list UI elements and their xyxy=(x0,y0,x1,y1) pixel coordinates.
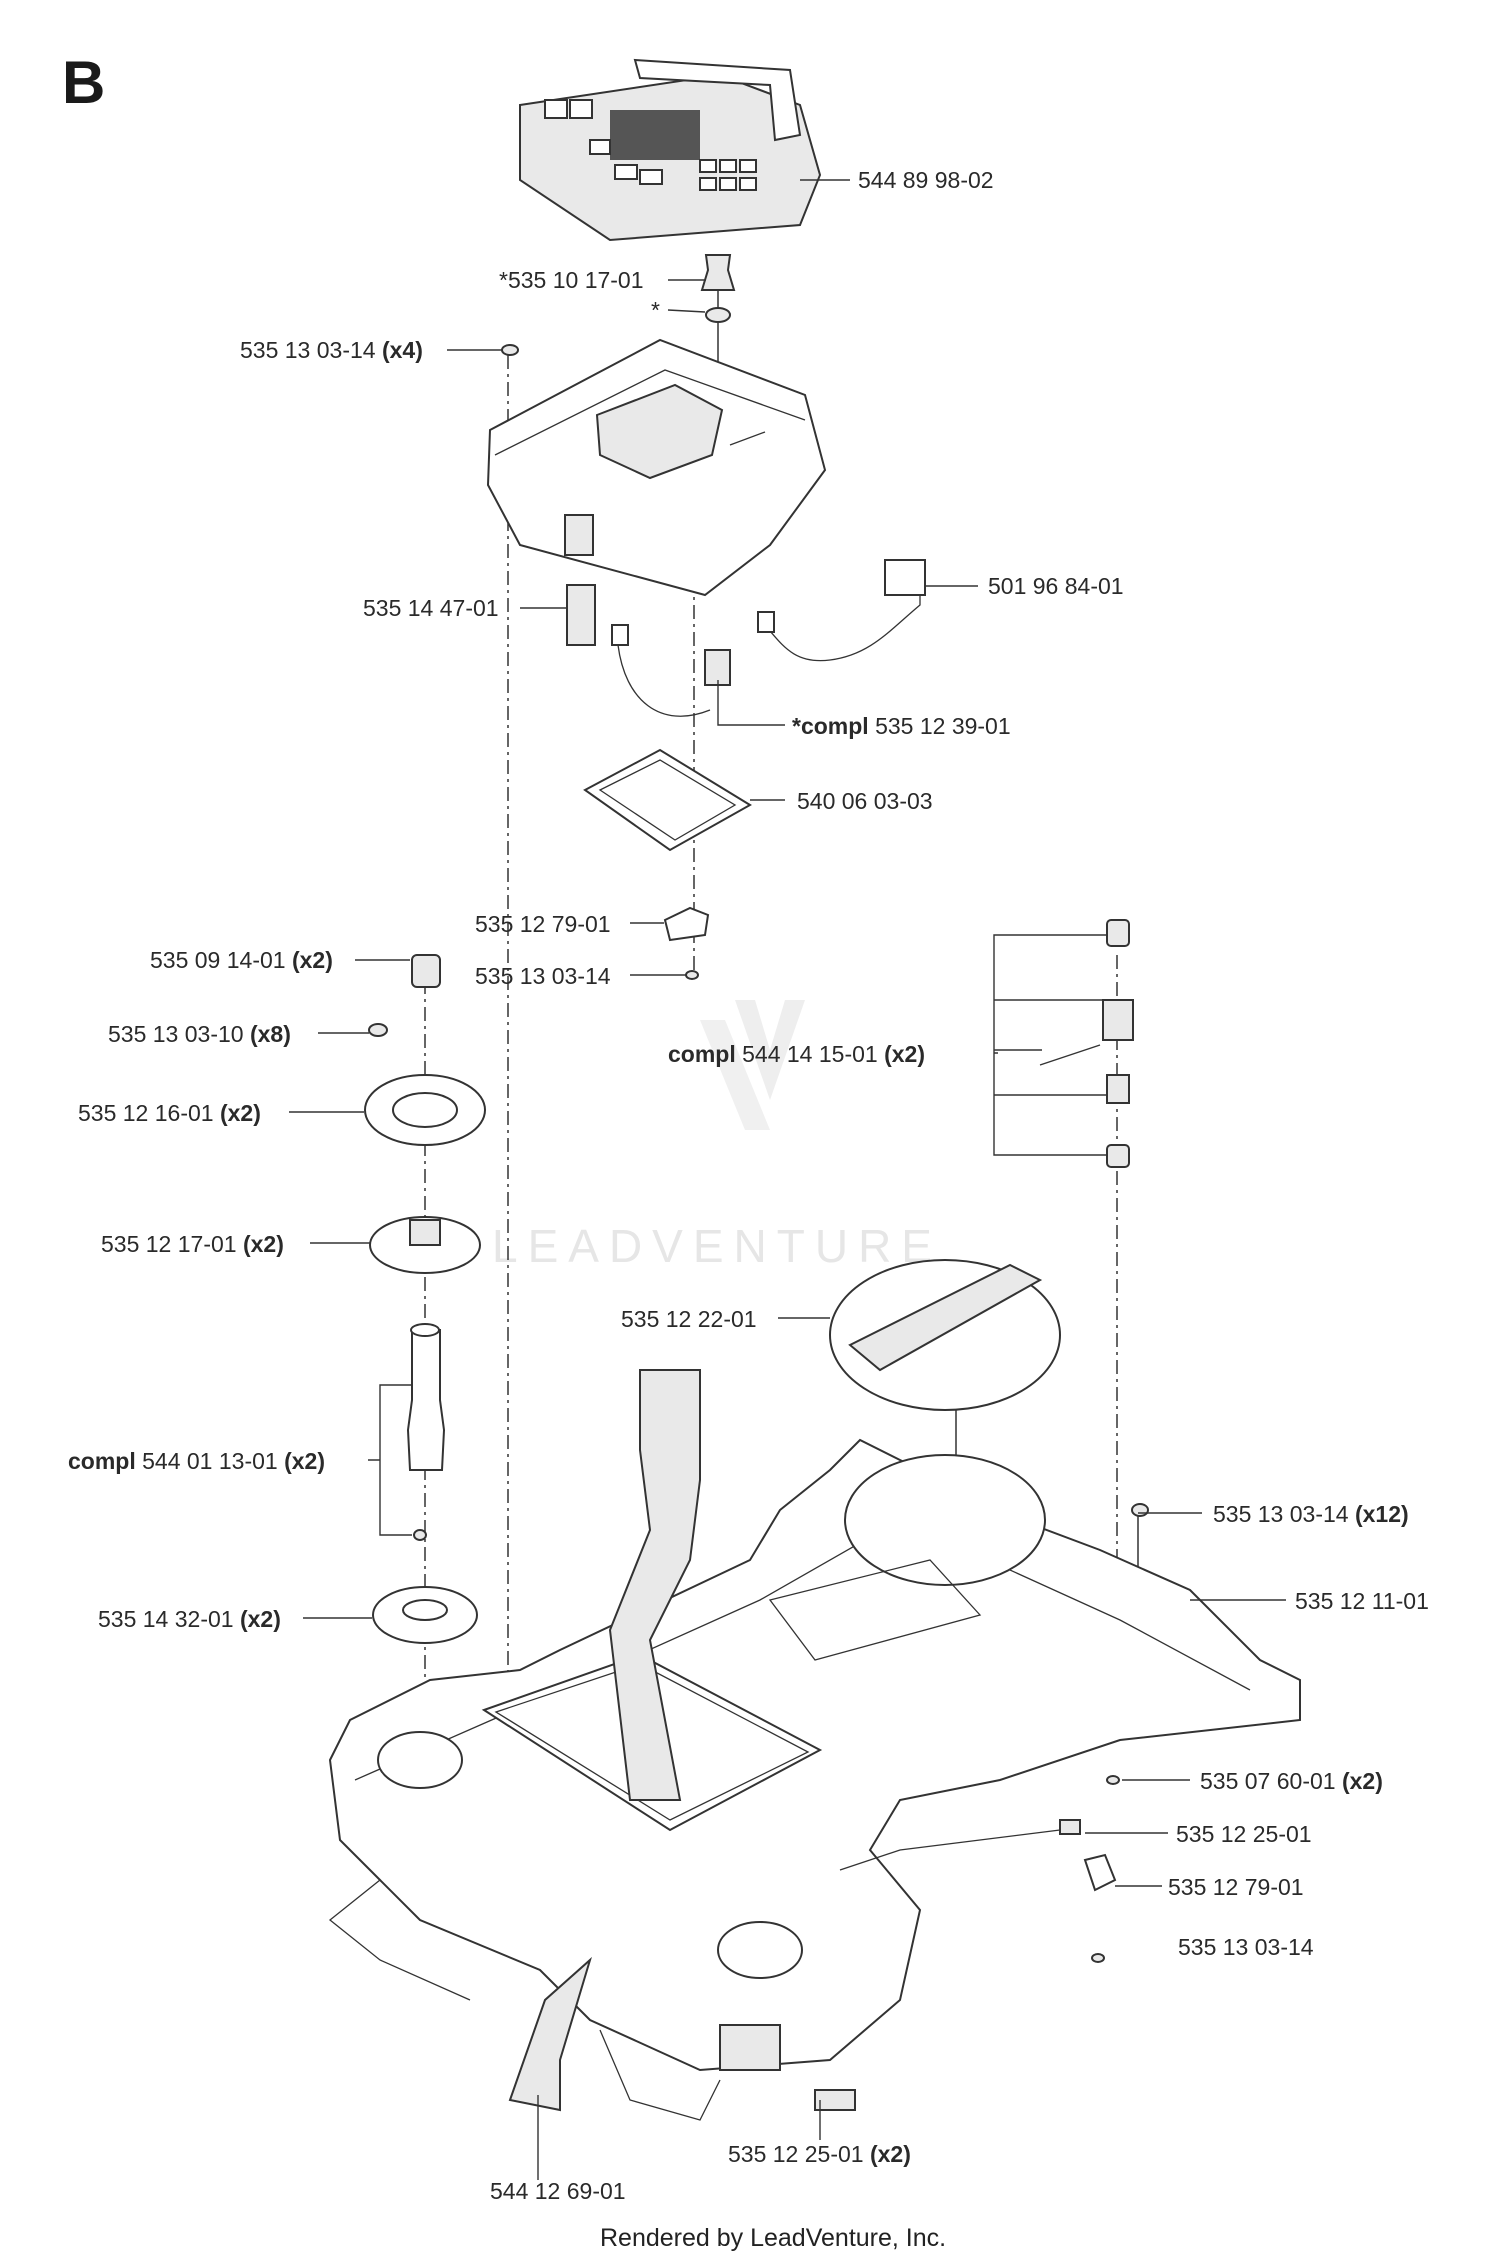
part-label: *535 10 17-01 xyxy=(499,267,644,293)
part-label: 535 13 03-14 xyxy=(475,963,611,989)
part-label: 535 12 79-01 xyxy=(1168,1874,1304,1900)
leader-lines xyxy=(289,179,1286,2180)
display-cover xyxy=(486,338,827,597)
keypad-overlay xyxy=(519,58,822,242)
part-label: 501 96 84-01 xyxy=(988,573,1124,599)
part-label: 535 12 22-01 xyxy=(621,1306,757,1332)
part-label: 535 09 14-01 (x2) xyxy=(150,947,333,973)
part-label: 535 14 32-01 (x2) xyxy=(98,1606,281,1632)
right-column-parts xyxy=(1039,919,1134,1168)
section-letter: B xyxy=(62,49,105,116)
part-label: 535 12 16-01 (x2) xyxy=(78,1100,261,1126)
part-label: 544 12 69-01 xyxy=(490,2178,626,2204)
part-label: 535 12 11-01 xyxy=(1295,1588,1429,1614)
part-label: 535 12 25-01 (x2) xyxy=(728,2141,911,2167)
part-label: * xyxy=(651,297,660,323)
watermark-text: LEADVENTURE xyxy=(492,1220,942,1272)
part-label: 535 13 03-14 xyxy=(1178,1934,1314,1960)
part-label: 535 07 60-01 (x2) xyxy=(1200,1768,1383,1794)
part-label: 535 13 03-14 (x12) xyxy=(1213,1501,1409,1527)
main-chassis xyxy=(328,1369,1301,2121)
part-label: 535 12 17-01 (x2) xyxy=(101,1231,284,1257)
part-label: 535 12 25-01 xyxy=(1176,1821,1312,1847)
part-label: compl 544 14 15-01 (x2) xyxy=(668,1041,925,1067)
part-label: 535 12 79-01 xyxy=(475,911,611,937)
watermark: LEADVENTURE xyxy=(492,1000,942,1272)
bracket-part xyxy=(663,906,710,980)
left-column-parts xyxy=(364,954,486,1644)
circuit-board xyxy=(583,748,752,852)
part-label: 535 13 03-14 (x4) xyxy=(240,337,423,363)
knob-part xyxy=(501,254,736,356)
part-label: 535 13 03-10 (x8) xyxy=(108,1021,291,1047)
part-label: 544 89 98-02 xyxy=(858,167,994,193)
part-label: 540 06 03-03 xyxy=(797,788,933,814)
part-label: 535 14 47-01 xyxy=(363,595,499,621)
part-label: compl 544 01 13-01 (x2) xyxy=(68,1448,325,1474)
part-labels: 544 89 98-02 *535 10 17-01 * 535 13 03-1… xyxy=(68,167,1429,2204)
footer-credit: Rendered by LeadVenture, Inc. xyxy=(600,2224,946,2252)
wiring-and-switches xyxy=(566,559,926,717)
rotary-cover xyxy=(829,1259,1061,1411)
part-label: *compl 535 12 39-01 xyxy=(792,713,1011,739)
